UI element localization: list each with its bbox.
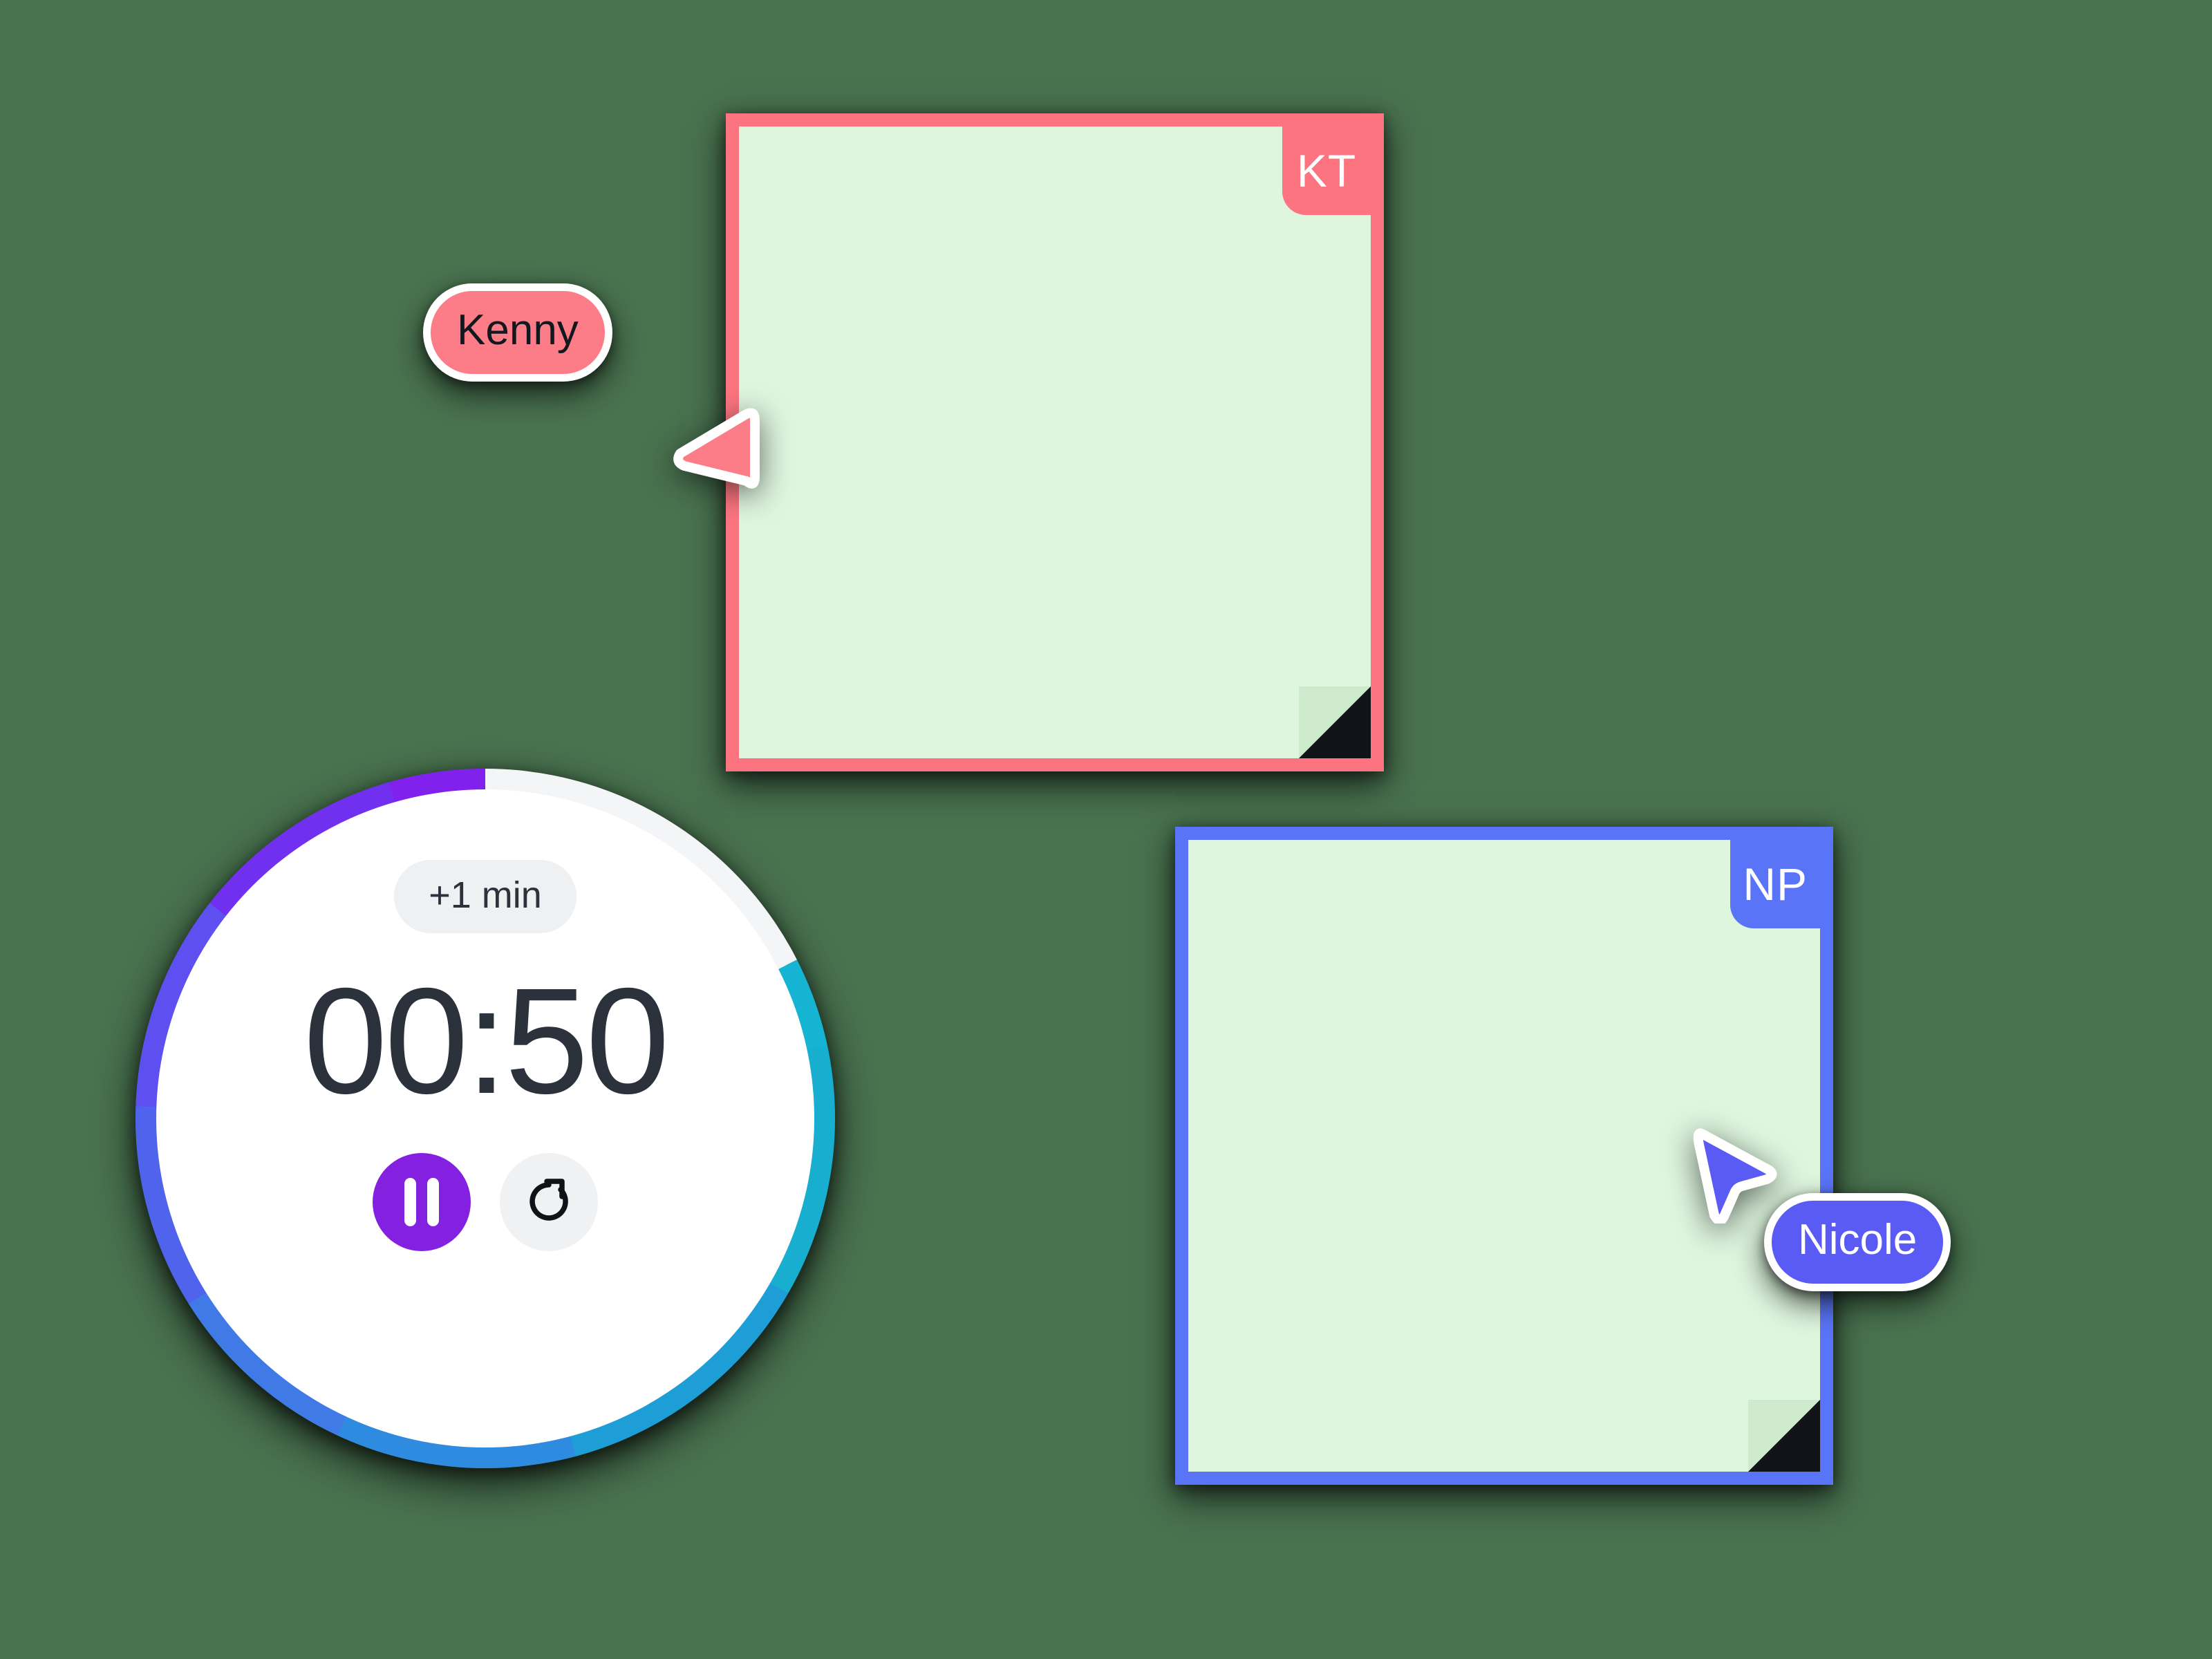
note-surface[interactable]: KT xyxy=(739,126,1371,758)
remote-cursor-kenny xyxy=(664,394,767,498)
add-minute-button[interactable]: +1 min xyxy=(394,860,577,933)
timer-face: +1 min 00:50 xyxy=(156,789,814,1447)
timer-readout: 00:50 xyxy=(303,957,670,1125)
timer-controls xyxy=(373,1153,598,1251)
remote-cursor-nicole xyxy=(1687,1120,1783,1224)
owner-initials-badge: NP xyxy=(1730,840,1820,928)
reset-icon xyxy=(522,1174,576,1230)
cursor-label-kenny: Kenny xyxy=(423,283,612,382)
pause-icon xyxy=(404,1178,439,1226)
timer-widget[interactable]: +1 min 00:50 xyxy=(135,769,835,1468)
resize-handle[interactable] xyxy=(1299,686,1371,758)
note-card-kenny[interactable]: KT xyxy=(726,113,1384,771)
pause-button[interactable] xyxy=(373,1153,471,1251)
cursor-label-nicole: Nicole xyxy=(1764,1193,1951,1291)
resize-handle[interactable] xyxy=(1748,1400,1820,1472)
owner-initials-badge: KT xyxy=(1282,126,1371,215)
reset-button[interactable] xyxy=(500,1153,598,1251)
